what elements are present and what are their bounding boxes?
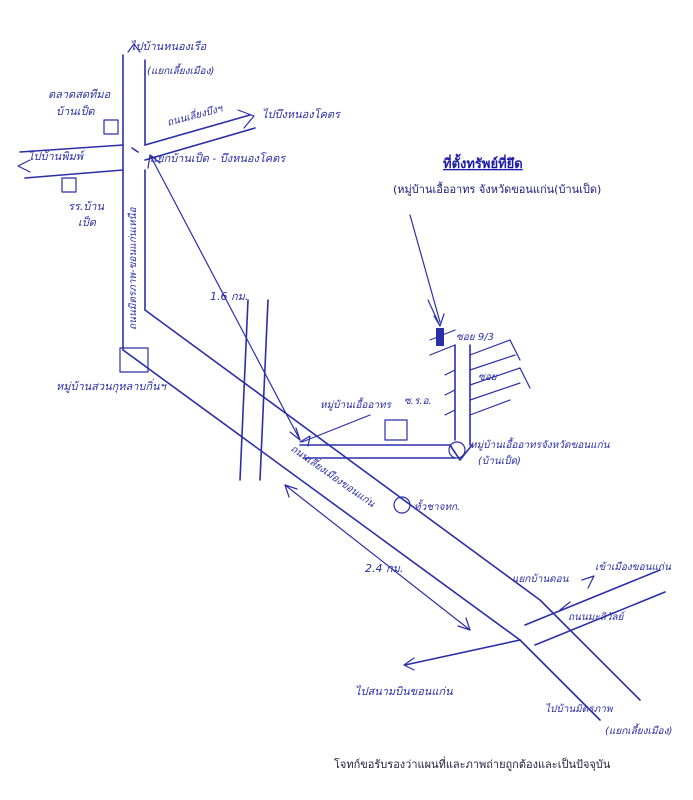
label-to-north: ไปบ้านหนองเรือ: [130, 40, 207, 53]
label-eua-soi: ซ.ร.อ.: [404, 396, 432, 407]
label-road-diag: ถนนเลี่ยงเมืองขอนแก่น: [288, 441, 379, 510]
market-icon: [103, 119, 119, 135]
label-road-right: ถนนมะลิวัลย์: [568, 611, 625, 623]
village-left-icon: [119, 347, 149, 373]
dist2-line: [284, 484, 471, 631]
label-house-no: ซอย 9/3: [456, 332, 494, 343]
dist1-line: [149, 154, 301, 441]
school-icon: [61, 177, 77, 193]
label-to-khonkaen-right: เข้าเมืองขอนแก่น: [595, 561, 672, 573]
label-eua-gate-sub: (บ้านเป็ด): [478, 454, 521, 467]
side-road-1: [239, 299, 249, 481]
label-intersection2: แยกบ้านดอน: [512, 573, 570, 585]
road-west: [17, 144, 124, 179]
label-eua-gate: หมู่บ้านเอื้ออาทรจังหวัดขอนแก่น: [470, 437, 611, 451]
label-eua-village-small: หมู่บ้านเอื้ออาทร: [320, 397, 393, 411]
map-subtitle: (หมู่บ้านเอื้ออาทร จังหวัดขอนแก่น(บ้านเป…: [393, 181, 601, 196]
label-market: ตลาดสดทีมอ: [48, 88, 111, 101]
road-right: [524, 569, 666, 646]
road-east-top: [144, 109, 256, 161]
map-title: ที่ตั้งทรัพย์ที่ยึด: [443, 153, 523, 172]
label-to-north-sub: (แยกเลี้ยงเมือง): [147, 63, 214, 77]
road-airport: [403, 639, 521, 671]
road-village-connector: [299, 444, 473, 461]
property-marker: [436, 328, 444, 346]
label-market-sub: บ้านเป็ด: [56, 104, 95, 118]
label-village-left: หมู่บ้านสวนกุหลาบกิ่นฯ: [56, 378, 168, 393]
intersection-marker: [131, 147, 139, 153]
pointer-arrow: [409, 214, 441, 323]
label-to-bottom-right: ไปบ้านมิตรภาพ: [545, 703, 614, 715]
label-school-sub: เป็ด: [78, 215, 97, 229]
police-icon: [393, 496, 411, 514]
gate-icon: [448, 441, 466, 459]
label-to-bottom-right-sub: (แยกเลี้ยงเมือง): [605, 723, 672, 737]
label-police: ทั้วชาจทก.: [414, 499, 460, 513]
label-school: รร.บ้าน: [68, 200, 104, 213]
label-dist1: 1.6 กม.: [210, 290, 248, 303]
footer-note: โจทก์ขอรับรองว่าแผนที่และภาพถ่ายถูกต้องแ…: [334, 756, 611, 771]
label-road-vertical: ถนนมิตรภาพ-ขอนแก่นเหนือ: [127, 207, 139, 330]
label-to-west: ไปบ้านพิมพ์: [28, 150, 86, 163]
village-small-icon: [384, 419, 408, 441]
label-intersection: แยกบ้านเป็ด - บึงหนองโคตร: [150, 151, 287, 165]
village-grid: [429, 329, 531, 446]
label-to-airport: ไปสนามบินขอนแก่น: [355, 685, 453, 698]
label-soi: ซอย: [478, 372, 498, 383]
road-north: [122, 43, 146, 146]
label-dist2: 2.4 กม.: [365, 562, 403, 575]
label-to-east-top: ไปบึงหนองโคตร: [262, 108, 342, 121]
